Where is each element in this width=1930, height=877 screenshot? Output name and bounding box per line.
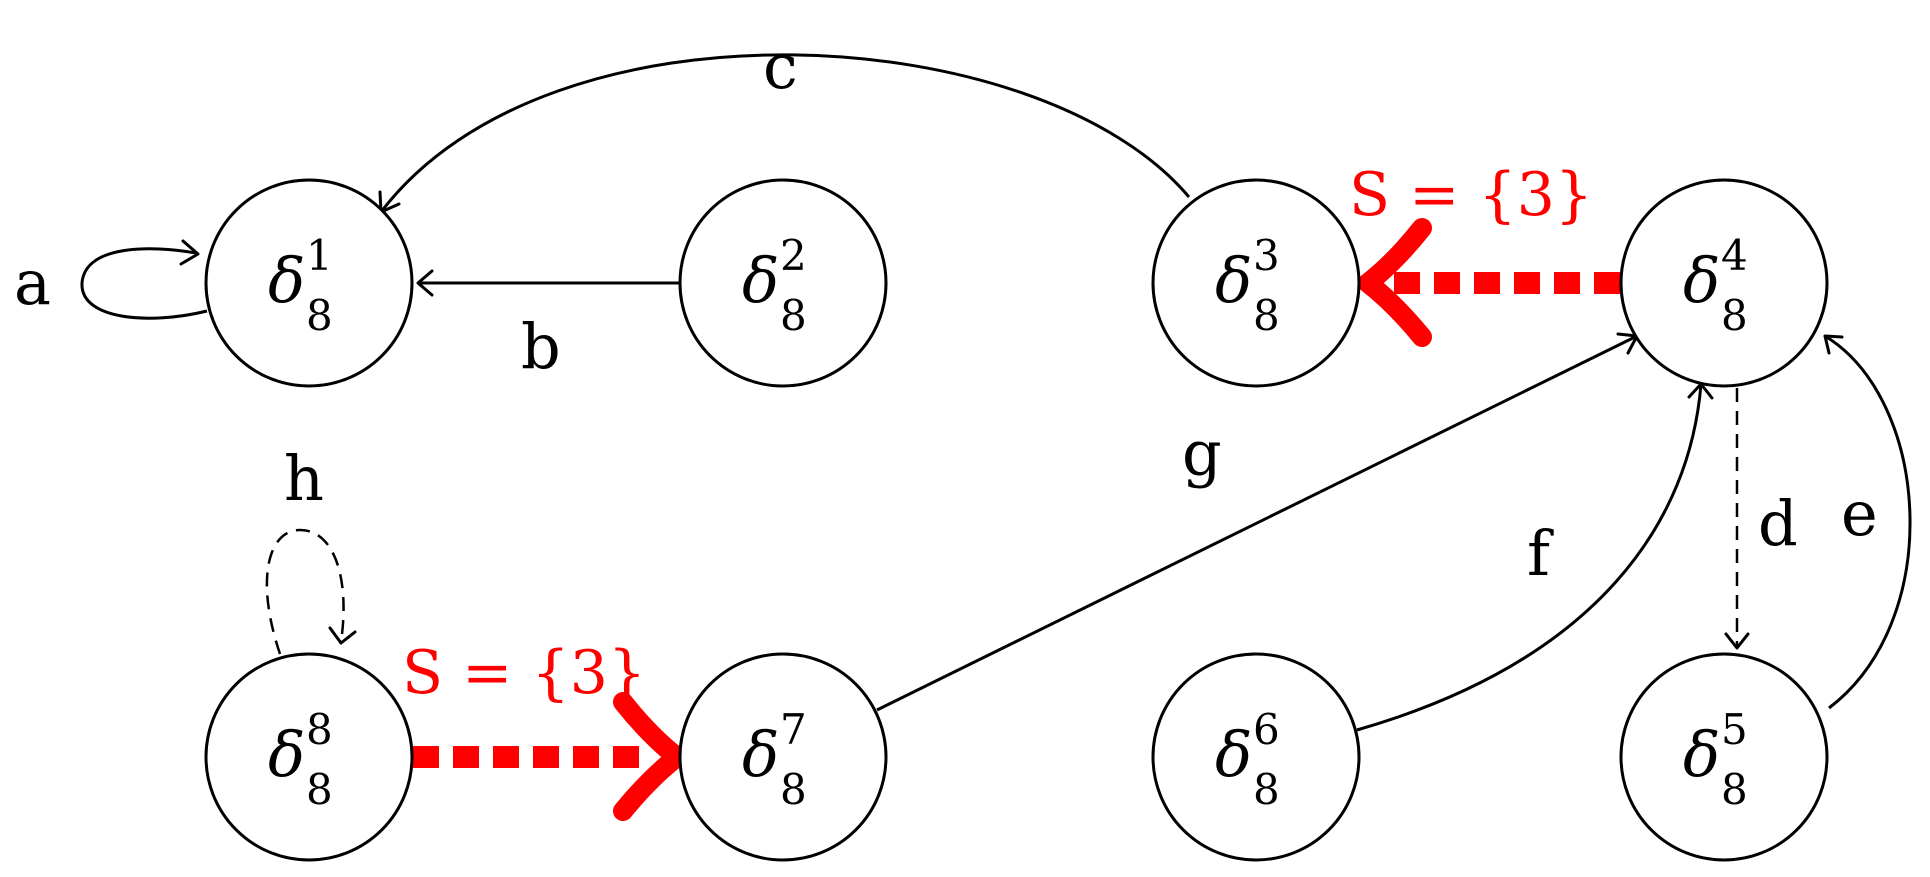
edge-h-loop: [265, 528, 345, 655]
edge-c: [379, 53, 1191, 213]
node-5-subscript: 8: [1721, 765, 1748, 814]
node-8-subscript: 8: [306, 765, 333, 814]
edge-label-h: h: [284, 442, 324, 515]
red-arrowhead-top: [1358, 218, 1432, 347]
node-3-subscript: 8: [1253, 291, 1280, 340]
node-4: δ 4 8: [1619, 178, 1829, 388]
edge-a-loop: [80, 247, 208, 320]
edge-label-e: e: [1841, 477, 1878, 550]
node-2: δ 2 8: [678, 178, 888, 388]
node-7-symbol: δ: [742, 718, 779, 791]
edge-label-f: f: [1527, 517, 1554, 590]
node-6-superscript: 6: [1253, 705, 1280, 754]
node-6-symbol: δ: [1215, 718, 1252, 791]
node-3-superscript: 3: [1253, 231, 1280, 280]
node-7-subscript: 8: [780, 765, 807, 814]
node-4-symbol: δ: [1683, 244, 1720, 317]
node-2-symbol: δ: [742, 244, 779, 317]
red-arrowhead-bottom: [613, 692, 687, 821]
edge-label-a: a: [14, 246, 51, 319]
node-1-subscript: 8: [306, 291, 333, 340]
node-5-superscript: 5: [1721, 705, 1748, 754]
highlight-label-top: S = {3}: [1349, 160, 1593, 230]
node-5: δ 5 8: [1619, 652, 1829, 862]
edge-label-g: g: [1182, 417, 1222, 490]
node-6-subscript: 8: [1253, 765, 1280, 814]
node-5-symbol: δ: [1683, 718, 1720, 791]
node-2-superscript: 2: [780, 231, 807, 280]
edge-d-arrowhead: [1724, 632, 1750, 650]
edge-h-arrowhead: [328, 626, 357, 645]
node-4-superscript: 4: [1721, 231, 1748, 280]
edge-label-b: b: [521, 310, 561, 383]
node-1-symbol: δ: [268, 244, 305, 317]
node-3: δ 3 8: [1151, 178, 1361, 388]
highlight-label-bottom: S = {3}: [402, 638, 646, 708]
node-6: δ 6 8: [1151, 652, 1361, 862]
edge-label-d: d: [1758, 487, 1798, 560]
edge-e: [1824, 334, 1912, 710]
edge-g: [876, 334, 1638, 712]
node-8: δ 8 8: [204, 652, 414, 862]
node-8-symbol: δ: [268, 718, 305, 791]
node-3-symbol: δ: [1215, 244, 1252, 317]
node-1: δ 1 8: [204, 178, 414, 388]
edge-f: [1356, 383, 1703, 732]
node-8-superscript: 8: [306, 705, 333, 754]
edge-a-arrowhead: [179, 239, 200, 266]
node-2-subscript: 8: [780, 291, 807, 340]
node-7-superscript: 7: [780, 705, 807, 754]
node-1-superscript: 1: [306, 231, 333, 280]
edge-label-c: c: [763, 30, 798, 103]
edge-b-arrowhead: [416, 269, 434, 297]
node-7: δ 7 8: [678, 652, 888, 862]
edge-e-arrowhead: [1823, 334, 1844, 355]
node-4-subscript: 8: [1721, 291, 1748, 340]
